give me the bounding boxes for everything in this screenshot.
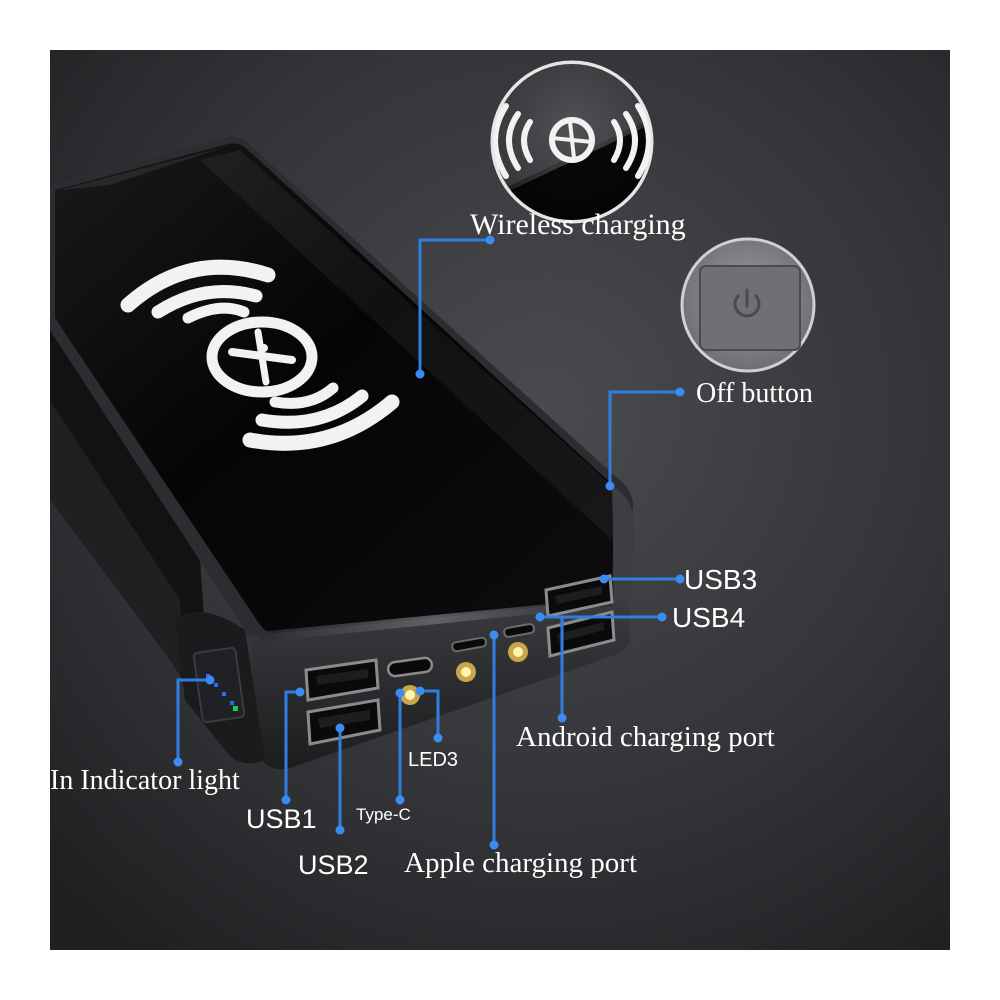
label-usb3: USB3: [684, 564, 757, 595]
type-c-port: [386, 656, 434, 678]
power-bank: [50, 136, 635, 769]
android-port-slot: [503, 623, 536, 638]
apple-port-slot: [451, 636, 487, 653]
power-icon: [733, 288, 761, 318]
usb3-port: [544, 574, 614, 618]
callout-dots: [173, 235, 685, 850]
label-led3: LED3: [408, 749, 458, 771]
label-apple-port: Apple charging port: [404, 847, 637, 879]
callout-lines: [176, 238, 680, 845]
usb1-port: [304, 658, 380, 702]
label-indicator-light: In Indicator light: [50, 765, 240, 796]
wireless-charging-callout: [490, 60, 654, 224]
label-type-c: Type-C: [356, 805, 411, 824]
label-off-button: Off button: [696, 378, 813, 409]
label-usb4: USB4: [672, 602, 745, 633]
label-wireless-charging: Wireless charging: [470, 208, 686, 241]
label-android-port: Android charging port: [516, 721, 775, 753]
label-usb2: USB2: [298, 850, 369, 880]
label-usb1: USB1: [246, 804, 317, 834]
qi-logo-icon: [120, 259, 400, 451]
usb2-port: [306, 698, 382, 746]
wireless-charging-icon: [492, 103, 652, 179]
off-button-callout: [680, 237, 816, 373]
